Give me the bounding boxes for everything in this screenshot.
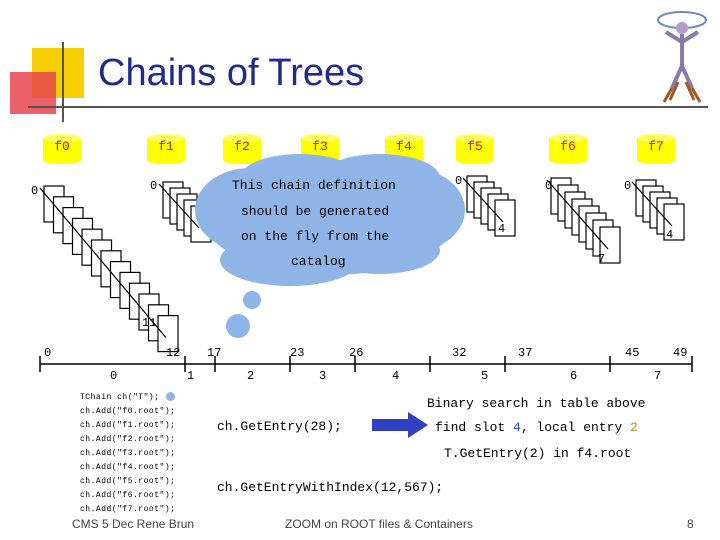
entry-tick-label: 0 [44,346,52,360]
stack-end-label: 4 [498,222,506,236]
file-cylinder-f6: f6 [548,134,588,164]
file-label: f7 [648,139,664,154]
entry-tick-label: 37 [518,346,533,360]
code-line: ch.Add("f1.root"); [80,421,176,430]
file-cylinder-f5: f5 [455,134,495,164]
file-label: f1 [158,139,174,154]
file-label: f6 [560,139,576,154]
tree-index-label: 0 [110,369,118,383]
tree-stack [39,185,179,353]
explain-line-3: T.GetEntry(2) in f4.root [444,446,632,461]
stack-end-label: 7 [598,252,606,266]
stack-diagonal [631,181,673,227]
entry-tick-label: 49 [673,346,688,360]
cloud-text-line: on the fly from the [241,229,390,244]
entry-tick-label: 23 [290,346,305,360]
tree-index-label: 7 [654,369,662,383]
stack-diagonal [546,179,609,250]
get-entry-with-index-call: ch.GetEntryWithIndex(12,567); [217,480,444,495]
tree-index-label: 3 [319,369,327,383]
entry-tick-label: 45 [625,346,640,360]
tree-index-label: 2 [247,369,255,383]
stack-end-label: 4 [666,228,674,242]
stack-start-label: 0 [624,179,632,193]
file-cylinder-f0: f0 [42,134,82,164]
tree-index-label: 4 [392,369,400,383]
tree-card [494,199,516,237]
cloud-text-line: catalog [291,254,346,269]
stack-start-label: 0 [455,174,463,188]
code-line: ch.Add("f0.root"); [80,407,176,416]
tree-index-label: 5 [481,369,489,383]
thought-cloud [195,154,465,338]
stack-diagonal [39,187,167,338]
entry-tick-label: 12 [166,346,181,360]
footer-title: ZOOM on ROOT files & Containers [285,517,473,531]
tree-card [599,226,621,264]
code-line: TChain ch("T"); [80,393,160,402]
file-label: f4 [396,139,412,154]
entry-tick-label: 17 [207,346,222,360]
code-line: ch.Add("f5.root"); [80,477,176,486]
slide-title: Chains of Trees [98,52,365,94]
explain-text: find slot [435,420,514,435]
tree-stack [546,177,621,264]
entry-tick-label: 32 [452,346,467,360]
explain-line-2: find slot 4, local entry 2 [435,420,638,435]
code-line: ch.Add("f7.root"); [80,505,176,514]
file-label: f5 [467,139,483,154]
tree-index-label: 6 [570,369,578,383]
footer-author: CMS 5 Dec Rene Brun [72,517,195,531]
file-label: f2 [234,139,250,154]
stack-start-label: 0 [150,179,158,193]
code-line: ch.Add("f4.root"); [80,463,176,472]
slot-value: 4 [513,420,521,435]
explain-line-1: Binary search in table above [427,396,646,411]
stack-start-label: 0 [31,184,39,198]
tree-card [157,315,179,353]
bullet-dot [166,392,175,401]
stack-diagonal [158,183,200,229]
file-label: f0 [54,139,70,154]
right-arrow-icon [372,412,428,438]
corner-line-horizontal [28,106,708,108]
cloud-text-line: should be generated [241,204,390,219]
code-line: ch.Add("f6.root"); [80,491,176,500]
file-cylinder-f2: f2 [222,134,262,164]
cloud-text-line: This chain definition [232,178,396,193]
tree-index-label: 1 [187,369,195,383]
tree-card [663,203,685,241]
page-number: 8 [687,517,694,531]
entry-tick-label: 26 [349,346,364,360]
stack-start-label: 0 [545,179,553,193]
code-line: ch.Add("f3.root"); [80,449,176,458]
get-entry-call: ch.GetEntry(28); [217,419,342,434]
explain-text: , local entry [520,420,631,435]
file-cylinder-f7: f7 [636,134,676,164]
root-logo-icon [657,11,707,103]
stack-diagonal [462,177,504,223]
code-line: ch.Add("f2.root"); [80,435,176,444]
file-label: f3 [312,139,328,154]
tree-stack [631,179,685,241]
corner-line-vertical [62,42,64,122]
local-entry-value: 2 [630,420,638,435]
stack-end-label: 11 [142,316,157,330]
file-cylinder-f1: f1 [146,134,186,164]
tree-stack [462,175,516,237]
